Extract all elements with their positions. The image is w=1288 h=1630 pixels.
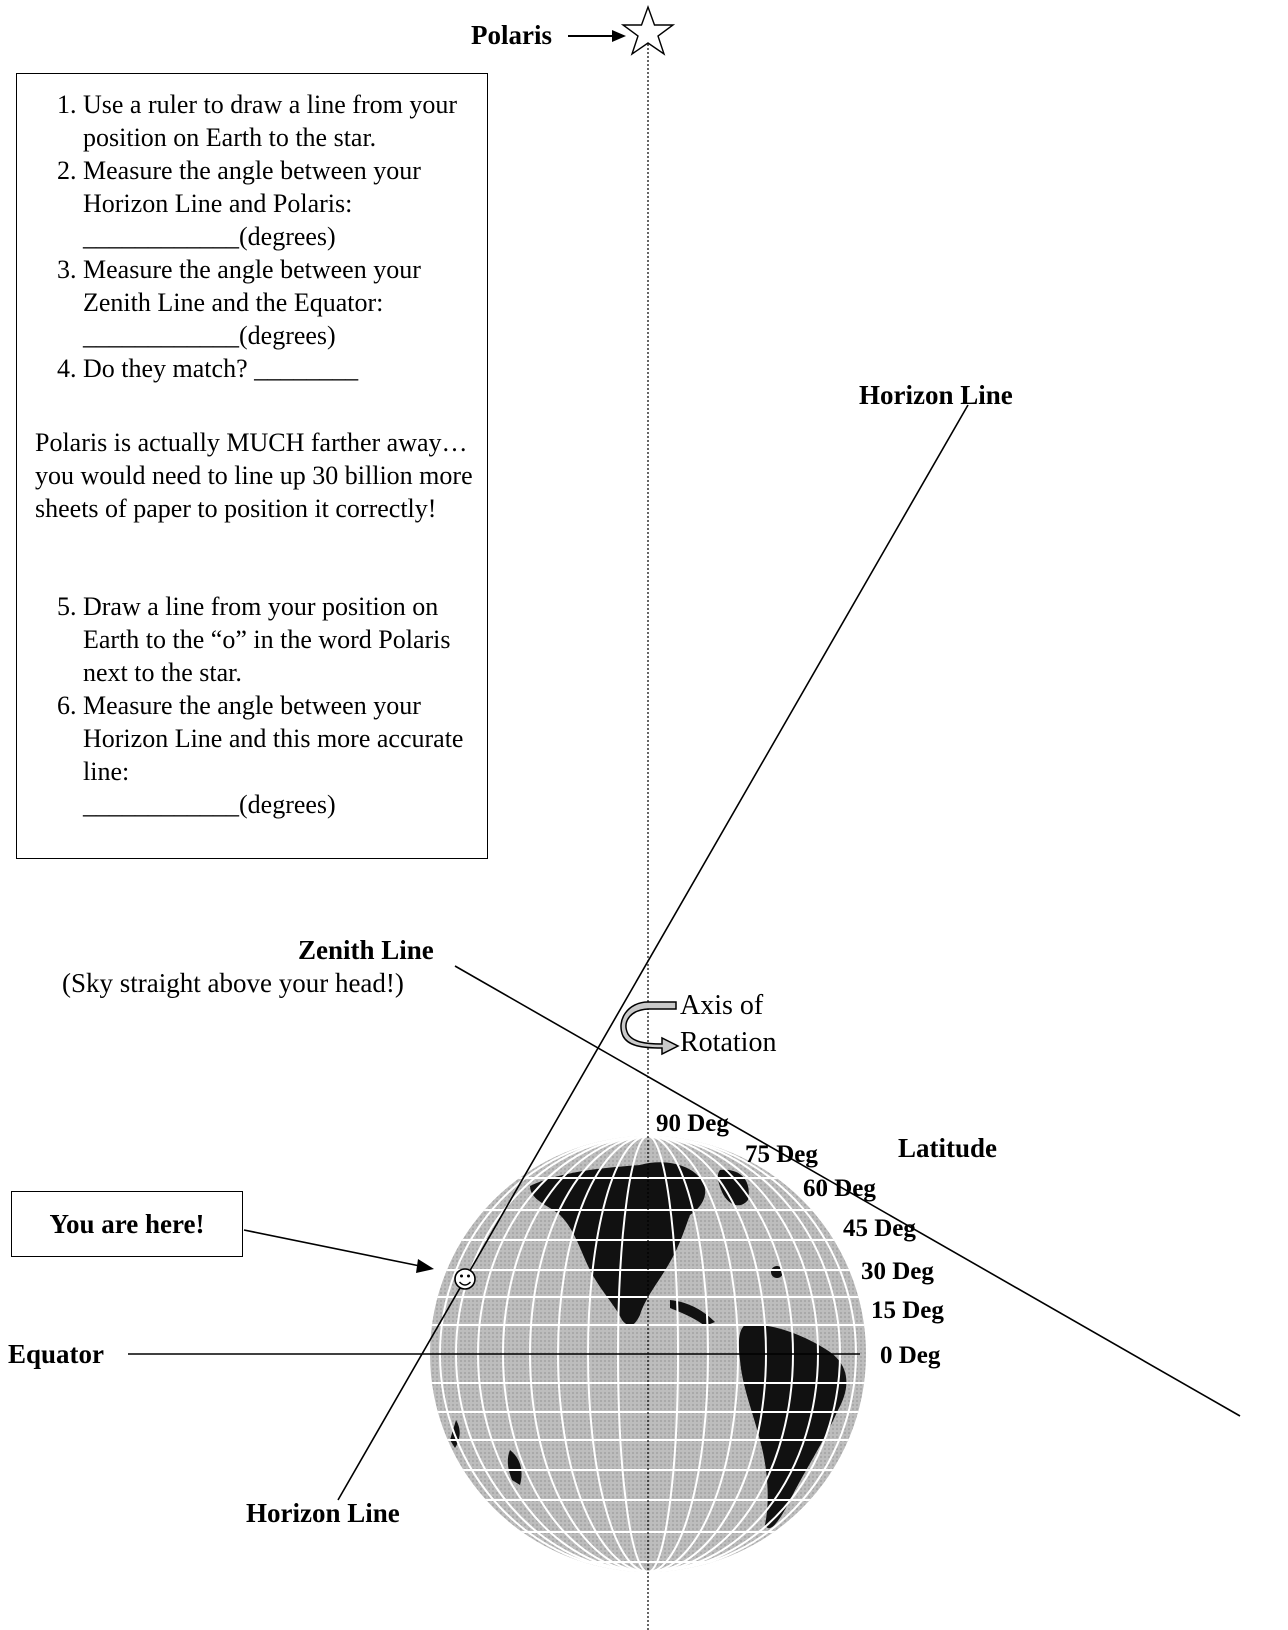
horizon-line-label-top: Horizon Line bbox=[859, 380, 1013, 410]
latitude-label: Latitude bbox=[898, 1133, 998, 1163]
instruction-note: Polaris is actually MUCH farther away… y… bbox=[35, 428, 473, 523]
polaris-label: Polaris bbox=[471, 20, 552, 50]
equator-label: Equator bbox=[8, 1339, 105, 1369]
axis-label-line2: Rotation bbox=[680, 1027, 777, 1058]
instruction-list-b: Draw a line from your position on Earth … bbox=[17, 590, 467, 821]
star-icon bbox=[620, 4, 676, 56]
latitude-tick-60: 60 Deg bbox=[803, 1175, 876, 1202]
horizon-line-label-bottom: Horizon Line bbox=[246, 1498, 400, 1528]
instruction-step: Measure the angle between your Horizon L… bbox=[83, 154, 467, 253]
globe bbox=[430, 1136, 866, 1572]
latitude-tick-45: 45 Deg bbox=[843, 1215, 916, 1242]
instruction-step: Measure the angle between your Horizon L… bbox=[83, 689, 467, 821]
answer-blank[interactable]: ____________(degrees) bbox=[83, 321, 336, 350]
instruction-step: Draw a line from your position on Earth … bbox=[83, 590, 467, 689]
rotation-arrow-icon bbox=[620, 1001, 680, 1056]
latitude-tick-0: 0 Deg bbox=[880, 1342, 941, 1369]
instruction-step: Measure the angle between your Zenith Li… bbox=[83, 253, 467, 352]
polaris-arrow bbox=[568, 30, 626, 42]
smiley-face-icon bbox=[454, 1268, 476, 1290]
instruction-list-a: Use a ruler to draw a line from your pos… bbox=[17, 88, 467, 385]
latitude-tick-15: 15 Deg bbox=[871, 1297, 944, 1324]
latitude-tick-75: 75 Deg bbox=[745, 1141, 818, 1168]
instruction-step: Do they match? ________ bbox=[83, 352, 467, 385]
zenith-line-sublabel: (Sky straight above your head!) bbox=[62, 968, 404, 998]
horizon-line bbox=[337, 404, 969, 1501]
answer-blank[interactable]: ____________(degrees) bbox=[83, 222, 336, 251]
you-are-here-box: You are here! bbox=[11, 1191, 243, 1257]
answer-blank[interactable]: ____________(degrees) bbox=[83, 790, 336, 819]
zenith-line bbox=[454, 965, 1241, 1417]
zenith-line-label: Zenith Line bbox=[298, 935, 434, 965]
latitude-tick-90: 90 Deg bbox=[656, 1110, 729, 1137]
latitude-tick-30: 30 Deg bbox=[861, 1258, 934, 1285]
instruction-step: Use a ruler to draw a line from your pos… bbox=[83, 88, 467, 154]
you-are-here-label: You are here! bbox=[49, 1208, 205, 1239]
instructions-box: Use a ruler to draw a line from your pos… bbox=[16, 73, 488, 859]
axis-label-line1: Axis of bbox=[680, 990, 764, 1021]
you-are-here-pointer bbox=[243, 1229, 434, 1273]
